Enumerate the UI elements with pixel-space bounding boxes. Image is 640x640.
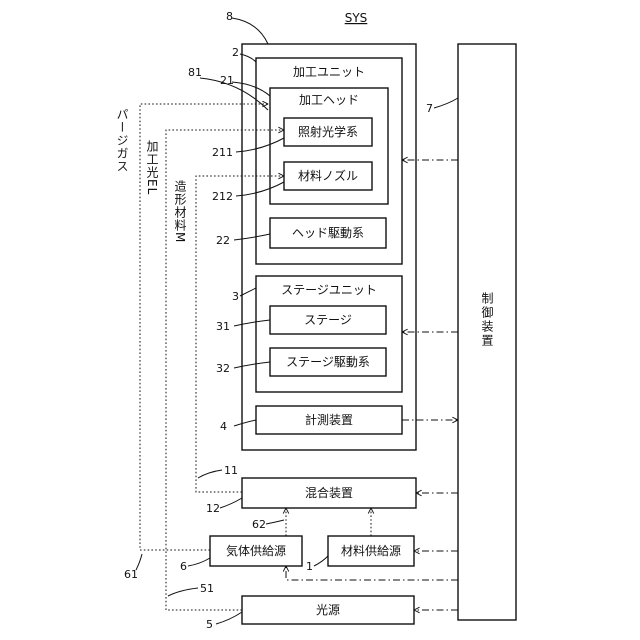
leader-control <box>434 98 458 108</box>
leader-mixer-pipe <box>198 470 222 478</box>
ref-light-pipe: 51 <box>200 582 214 595</box>
ref-gas-supply: 6 <box>180 560 187 573</box>
machining-unit-label: 加工ユニット <box>293 65 365 79</box>
ref-mixer-pipe: 11 <box>224 464 238 477</box>
leader-gas-supply <box>188 558 210 566</box>
leader-housing <box>232 18 268 44</box>
light-source-label: 光源 <box>316 603 340 617</box>
material-nozzle-label: 材料ノズル <box>298 168 358 183</box>
ref-machining-unit: 2 <box>232 46 239 59</box>
system-title: SYS <box>345 11 368 25</box>
ref-nozzle: 212 <box>212 190 233 203</box>
leader-gas-pipe <box>136 554 142 570</box>
leader-mixer <box>220 498 242 508</box>
gas-supply-label: 気体供給源 <box>226 543 286 558</box>
ref-light-source: 5 <box>206 618 213 631</box>
material-supply-label: 材料供給源 <box>341 544 401 558</box>
ref-gas-pipe-mixer: 62 <box>252 518 266 531</box>
ref-control: 7 <box>426 102 433 115</box>
leader-light-source <box>216 612 242 624</box>
control-device-label: 制御装置 <box>480 292 494 348</box>
purge-gas-label: パージガス <box>115 108 129 173</box>
ref-gas-pipe: 61 <box>124 568 138 581</box>
ref-housing: 8 <box>226 10 233 23</box>
leader-light-pipe <box>168 588 198 596</box>
ref-head: 21 <box>220 74 234 87</box>
leader-material-supply <box>314 556 328 566</box>
stage-label: ステージ <box>304 313 352 327</box>
ref-stage-drive: 32 <box>216 362 230 375</box>
head-drive-label: ヘッド駆動系 <box>292 226 364 240</box>
measurement-device-label: 計測装置 <box>305 412 353 427</box>
ref-irradiation: 211 <box>212 146 233 159</box>
ref-stage-unit: 3 <box>232 290 239 303</box>
stage-unit-label: ステージユニット <box>281 283 377 297</box>
ref-mixer: 12 <box>206 502 220 515</box>
ref-nozzle-chamber: 81 <box>188 66 202 79</box>
build-material-label: 造形材料M <box>173 180 187 244</box>
mixer-label: 混合装置 <box>305 485 353 500</box>
ref-material-supply: 1 <box>306 560 313 573</box>
leader-gas-pipe-mixer <box>266 520 284 524</box>
processing-light-label: 加工光EL <box>145 140 159 196</box>
ref-head-drive: 22 <box>216 234 230 247</box>
ref-stage: 31 <box>216 320 230 333</box>
machining-head-label: 加工ヘッド <box>299 93 359 107</box>
irradiation-optics-label: 照射光学系 <box>298 124 358 139</box>
stage-drive-label: ステージ駆動系 <box>286 355 370 369</box>
ref-measurement: 4 <box>220 420 227 433</box>
